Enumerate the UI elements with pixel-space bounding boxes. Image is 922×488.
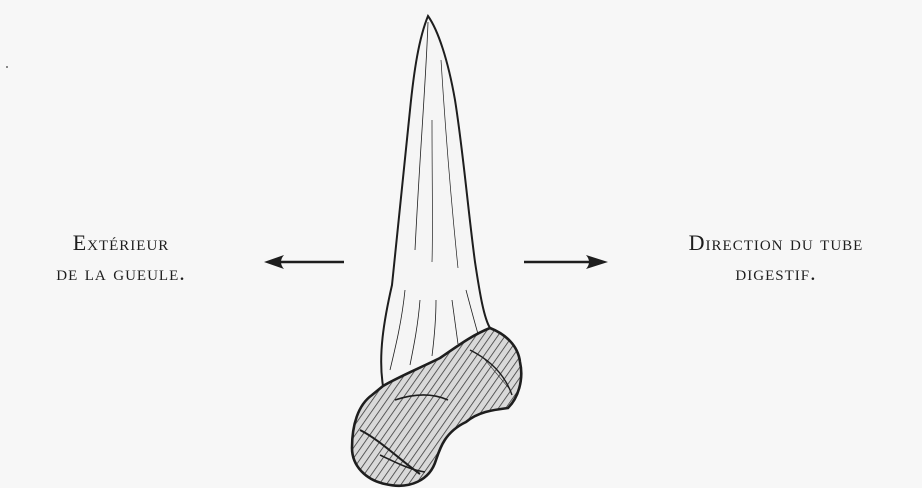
exterior-label: Extérieur de la gueule. [6, 228, 236, 287]
tooth-crown [381, 16, 490, 386]
exterior-label-line2: de la gueule. [6, 258, 236, 288]
ink-speck [6, 66, 8, 68]
digestive-tube-label-line1: Direction du tube [636, 228, 916, 258]
digestive-tube-label-line2: digestif. [636, 258, 916, 288]
tooth-drawing [330, 0, 550, 488]
digestive-tube-label: Direction du tube digestif. [636, 228, 916, 287]
exterior-label-line1: Extérieur [6, 228, 236, 258]
